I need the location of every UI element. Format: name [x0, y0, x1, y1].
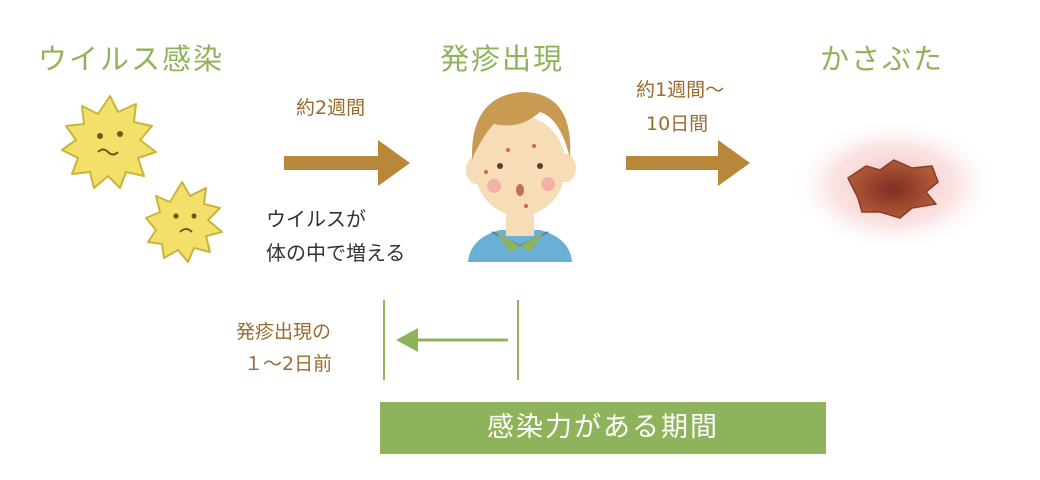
- virus-small-icon: [145, 181, 223, 263]
- virus-note-line1: ウイルスが: [266, 207, 366, 231]
- second-arrow-icon: [626, 140, 750, 186]
- before-rash-note-line2: １〜2日前: [244, 353, 333, 375]
- first-duration-label: 約2週間: [296, 97, 366, 119]
- stage-title-rash: 発疹出現: [440, 42, 565, 76]
- contagious-start-arrow-icon: [383, 300, 519, 380]
- scab-icon: [790, 119, 998, 251]
- virus-note-line2: 体の中で増える: [266, 241, 406, 265]
- stage-title-scab: かさぶた: [820, 42, 945, 76]
- stage-title-infection: ウイルス感染: [38, 42, 225, 76]
- second-duration-label-line1: 約1週間〜: [636, 79, 725, 101]
- before-rash-note-line1: 発疹出現の: [236, 321, 332, 343]
- contagious-period-label: 感染力がある期間: [487, 412, 719, 443]
- first-arrow-icon: [284, 140, 410, 186]
- second-duration-label-line2: 10日間: [646, 113, 709, 135]
- contagious-period-bar: 感染力がある期間: [380, 402, 826, 454]
- virus-large-icon: [61, 95, 157, 189]
- child-with-rash-icon: [466, 92, 576, 262]
